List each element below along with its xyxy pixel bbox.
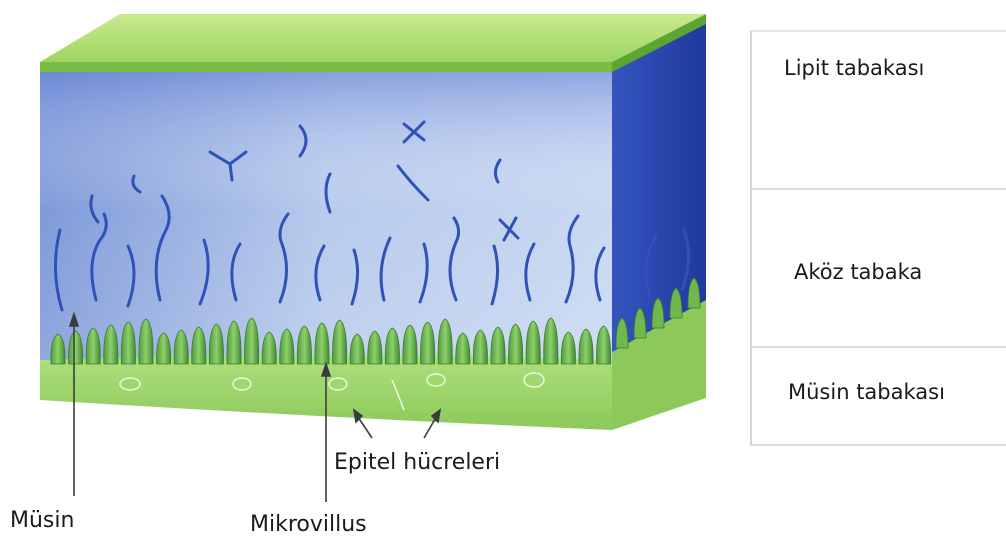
mucin-fragment <box>230 164 232 180</box>
mucin-label: Müsin <box>10 508 74 533</box>
lipid-layer-label: Lipit tabakası <box>784 56 924 80</box>
aqueous-layer-label: Aköz tabaka <box>794 260 922 284</box>
microvillus-label: Mikrovillus <box>250 512 367 537</box>
epithelial-cells-label: Epitel hücreleri <box>334 450 500 475</box>
lipid-layer-top <box>40 14 706 62</box>
legend-row-mucin: Müsin tabakası <box>752 348 1006 446</box>
legend-row-aqueous: Aköz tabaka <box>752 190 1006 348</box>
mucin-layer-label: Müsin tabakası <box>788 380 945 404</box>
layer-legend: Lipit tabakası Aköz tabaka Müsin tabakas… <box>750 30 1006 446</box>
legend-row-lipid: Lipit tabakası <box>752 32 1006 190</box>
lipid-layer-front-edge <box>40 62 612 72</box>
